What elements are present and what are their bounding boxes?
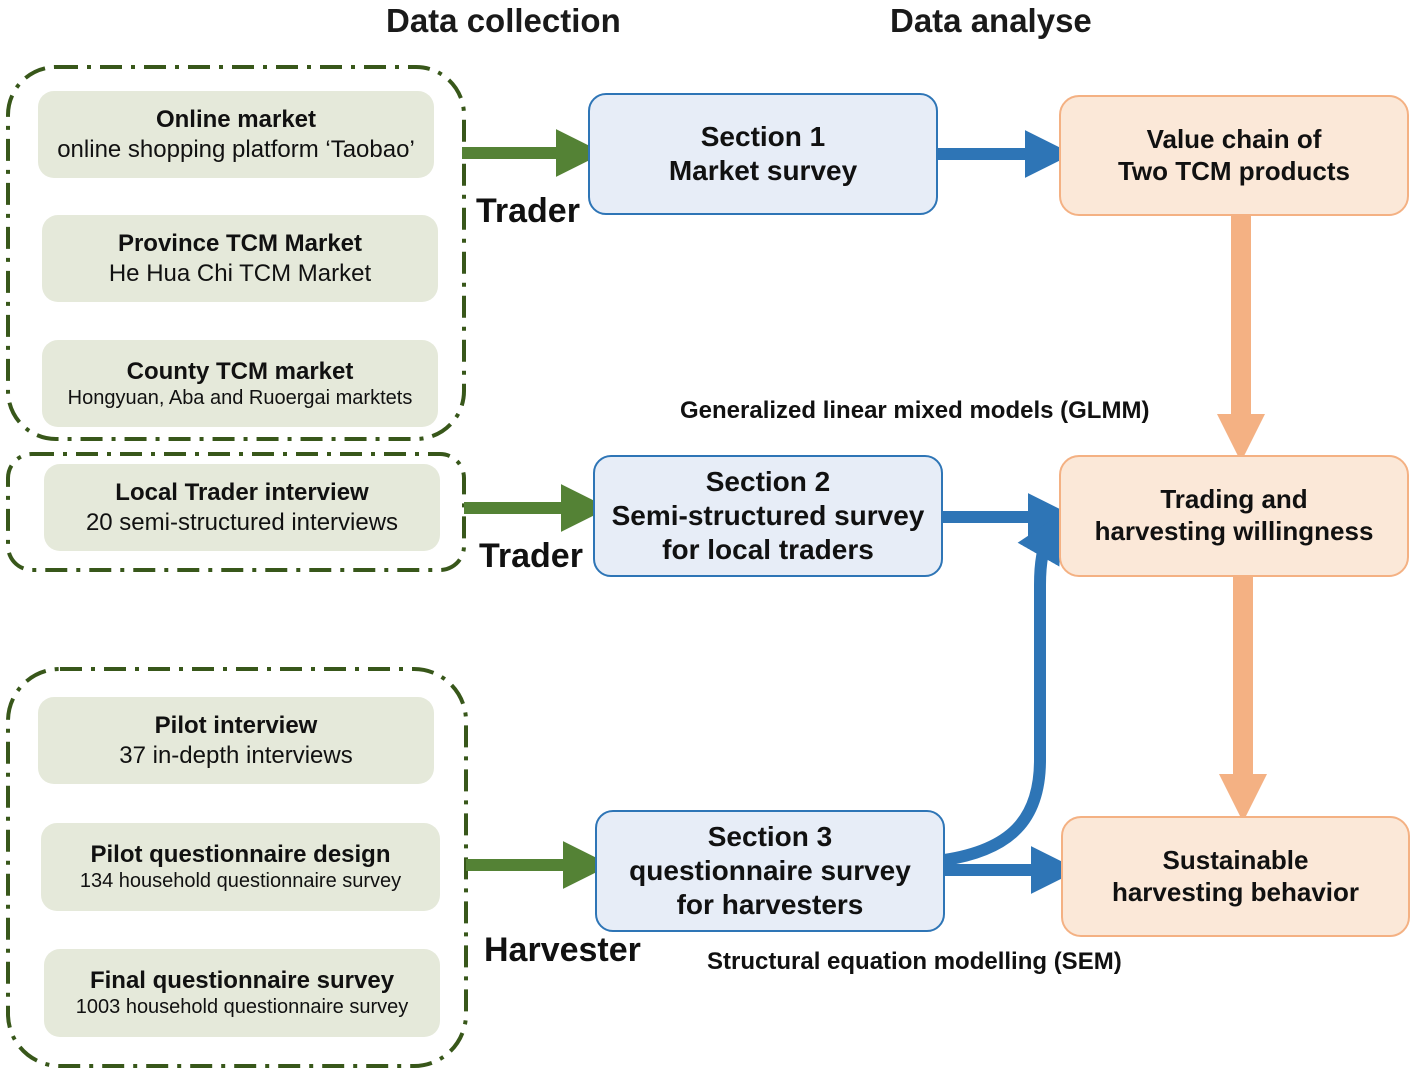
section-1-box: Section 1 Market survey [588,93,938,215]
source-province-market: Province TCM Market He Hua Chi TCM Marke… [42,215,438,302]
group-border-markets [6,65,466,441]
source-final-questionnaire: Final questionnaire survey 1003 househol… [44,949,440,1037]
source-pilot-interview: Pilot interview 37 in-depth interviews [38,697,434,784]
blue-curved-arrow [943,512,1063,866]
source-subtitle: 134 household questionnaire survey [79,870,402,893]
header-data-analyse: Data analyse [890,2,1092,39]
source-subtitle: Hongyuan, Aba and Ruoergai marktets [67,386,413,409]
section-3-box: Section 3 questionnaire survey for harve… [595,810,945,932]
section-line: for harvesters [676,889,864,921]
outcome-line: harvesting behavior [1111,876,1360,907]
role-label-trader: Trader [476,192,580,230]
source-title: County TCM market [126,357,354,385]
source-subtitle: 20 semi-structured interviews [85,508,399,536]
source-title: Pilot questionnaire design [90,841,391,869]
outcome-line: Trading and [1160,484,1308,515]
outcome-line: Sustainable [1162,844,1309,875]
method-label-sem: Structural equation modelling (SEM) [707,948,1122,975]
source-pilot-questionnaire: Pilot questionnaire design 134 household… [41,823,440,911]
source-subtitle: He Hua Chi TCM Market [108,259,372,287]
section-line: Section 3 [707,820,833,852]
section-line: Semi-structured survey [611,499,925,531]
source-subtitle: 1003 household questionnaire survey [75,996,409,1019]
source-title: Pilot interview [154,712,318,740]
outcome-trading-willingness: Trading and harvesting willingness [1059,455,1409,577]
source-subtitle: online shopping platform ‘Taobao’ [57,135,415,163]
group-border-local-trader [6,452,466,572]
outcome-line: Two TCM products [1117,155,1351,186]
outcome-sustainable-behavior: Sustainable harvesting behavior [1061,816,1410,937]
role-label-trader: Trader [479,537,583,575]
source-title: Local Trader interview [115,479,369,507]
role-label-harvester: Harvester [484,931,641,969]
section-line: questionnaire survey [629,854,911,886]
section-line: Section 2 [705,465,831,497]
outcome-line: Value chain of [1146,123,1322,154]
section-line: Market survey [668,155,858,186]
source-county-market: County TCM market Hongyuan, Aba and Ruoe… [42,340,438,427]
source-title: Province TCM Market [117,230,363,258]
section-2-box: Section 2 Semi-structured survey for loc… [593,455,943,577]
source-title: Final questionnaire survey [89,967,395,995]
method-label-glmm: Generalized linear mixed models (GLMM) [680,397,1150,424]
source-title: Online market [155,106,317,134]
header-data-collection: Data collection [386,2,621,39]
outcome-value-chain: Value chain of Two TCM products [1059,95,1409,216]
source-online-market: Online market online shopping platform ‘… [38,91,434,178]
source-subtitle: 37 in-depth interviews [119,741,353,769]
section-line: Section 1 [700,120,826,152]
section-line: for local traders [662,534,874,566]
source-local-trader-interview: Local Trader interview 20 semi-structure… [44,464,440,551]
outcome-line: harvesting willingness [1094,516,1374,546]
